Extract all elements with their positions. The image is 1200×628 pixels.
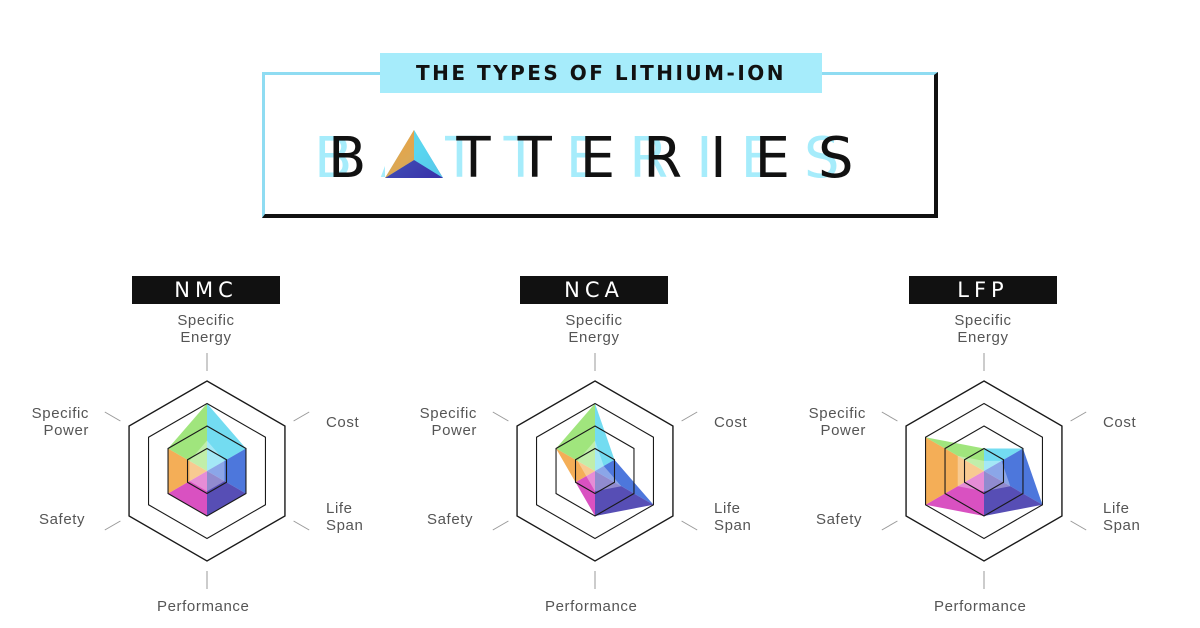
axis-label-cost: Cost (1103, 414, 1137, 431)
radar-axis-tick (492, 520, 509, 531)
radar-axis-tick (293, 411, 310, 422)
axis-label-cost: Cost (714, 414, 748, 431)
radar-chart-lfp (881, 353, 1087, 589)
radar-axis-tick (104, 411, 121, 422)
axis-label-safety: Safety (427, 511, 474, 528)
radar-slice (984, 448, 1043, 505)
radar-slice (984, 471, 1043, 516)
axis-label-safety: Safety (816, 511, 863, 528)
radar-ring (574, 447, 616, 495)
radar-chart-nmc (104, 353, 310, 589)
axis-label-performance: Performance (934, 598, 1027, 615)
axis-label-performance: Performance (545, 598, 638, 615)
radar-ring (924, 402, 1044, 540)
radar-ring (963, 447, 1005, 495)
radar-ring (516, 380, 674, 562)
radar-ring (186, 447, 228, 495)
radar-slice (168, 471, 207, 516)
radar-ring (944, 425, 1024, 517)
radar-axis-tick (881, 520, 898, 531)
radar-slice (595, 459, 654, 505)
radar-slice (925, 437, 984, 471)
axis-label-safety: Safety (39, 511, 86, 528)
radar-ring (535, 402, 655, 540)
radar-axis-tick (293, 520, 310, 531)
radar-ring (147, 402, 267, 540)
subtitle-banner: THE TYPES OF LITHIUM-ION (380, 53, 822, 93)
radar-axis-tick (681, 520, 698, 531)
radar-axis-tick (104, 520, 121, 531)
radar-ring (555, 425, 635, 517)
radar-slice (575, 471, 595, 516)
radar-center-highlight (577, 440, 622, 492)
chart-label-nmc: NMC (132, 276, 280, 304)
radar-slice (595, 403, 615, 471)
radar-axis-tick (1070, 520, 1087, 531)
axis-label-cost: Cost (326, 414, 360, 431)
radar-axis-tick (681, 411, 698, 422)
radar-axis-tick (881, 411, 898, 422)
radar-center-highlight (957, 455, 1011, 492)
radar-slice (925, 437, 984, 505)
chart-label-lfp: LFP (909, 276, 1057, 304)
radar-axis-tick (492, 411, 509, 422)
radar-ring (167, 425, 247, 517)
radar-axis-tick (1070, 411, 1087, 422)
radar-slice (925, 471, 984, 516)
axis-label-performance: Performance (157, 598, 250, 615)
chart-label-nca: NCA (520, 276, 668, 304)
radar-chart-nca (492, 353, 698, 589)
radar-ring (128, 380, 286, 562)
radar-slice (595, 471, 654, 516)
radar-slice (207, 471, 246, 516)
radar-ring (905, 380, 1063, 562)
